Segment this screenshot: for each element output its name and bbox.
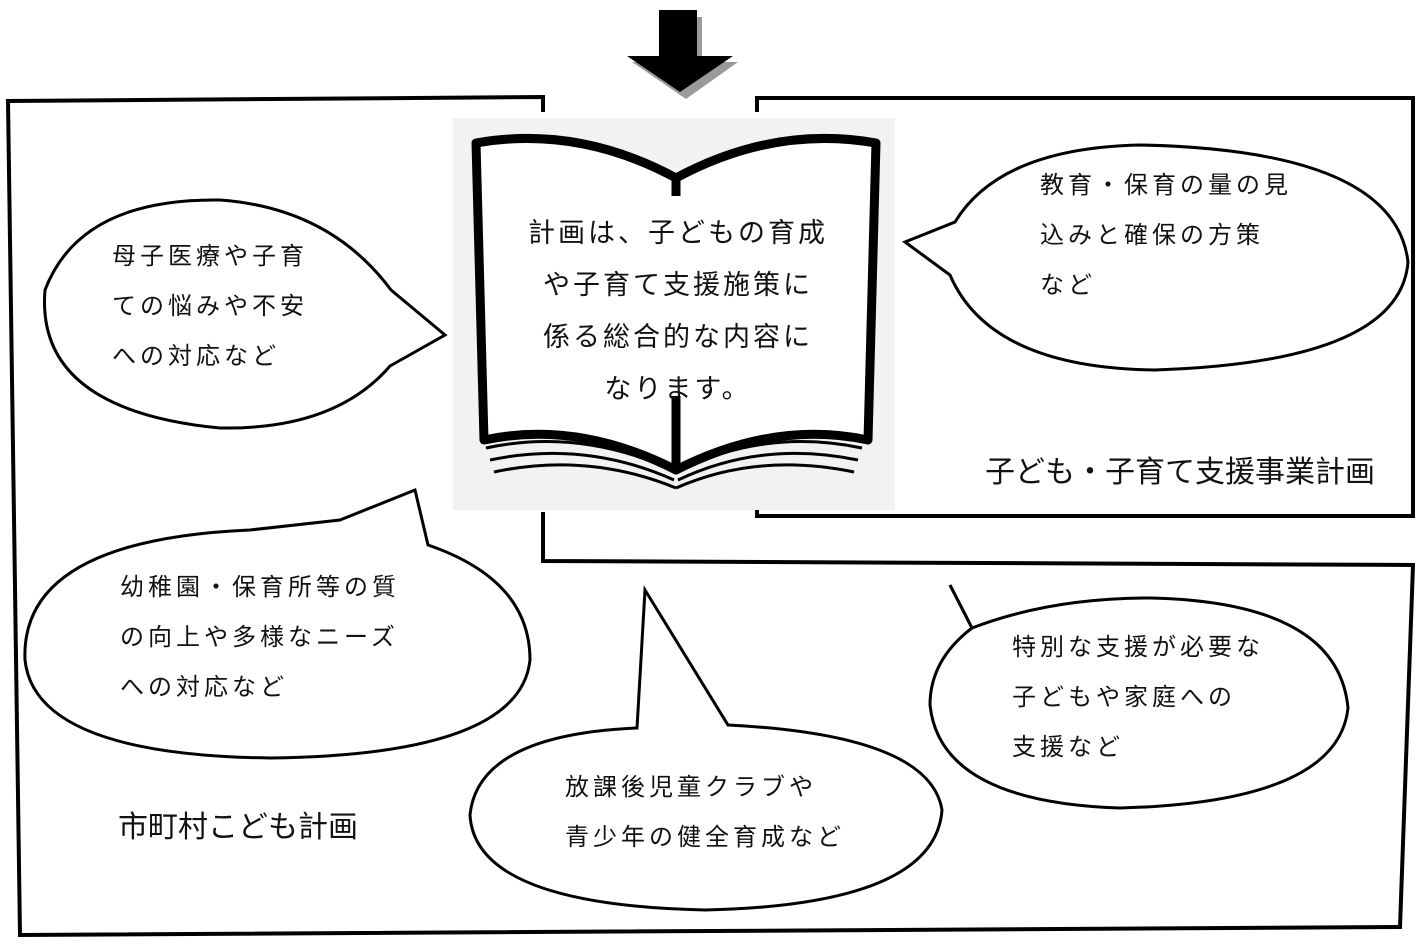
kodomo-keikaku-label: 市町村こども計画	[118, 810, 358, 845]
speech-bubble-education	[901, 143, 1410, 372]
bubble-line: 支援など	[1012, 733, 1124, 761]
bubble-line: など	[1040, 271, 1096, 299]
bubble-line: 特別な支援が必要な	[1012, 633, 1264, 661]
book-text-line: や子育て支援施策に	[543, 270, 813, 301]
book-text-line: 係る総合的な内容に	[543, 322, 813, 353]
speech-bubble-quality	[23, 487, 532, 760]
jigyo-keikaku-label: 子ども・子育て支援事業計画	[985, 455, 1375, 490]
bubble-line: 青少年の健全育成など	[565, 823, 845, 851]
speech-bubble-special	[928, 584, 1350, 810]
speech-bubble-maternal	[42, 198, 448, 430]
bubble-special-text: 特別な支援が必要な 子どもや家庭への 支援など	[1012, 622, 1264, 772]
bubble-line: の向上や多様なニーズ	[120, 623, 399, 651]
bubble-line: への対応など	[112, 342, 280, 370]
bubble-line: 教育・保育の量の見	[1040, 171, 1292, 199]
bubble-education-text: 教育・保育の量の見 込みと確保の方策 など	[1040, 160, 1292, 310]
book-text-line: なります。	[604, 374, 752, 405]
jigyo-keikaku-frame	[755, 96, 1415, 518]
down-arrow-icon	[627, 10, 738, 99]
bubble-line: 放課後児童クラブや	[565, 773, 817, 801]
bubble-line: への対応など	[120, 673, 288, 701]
book-text-backdrop	[505, 196, 851, 396]
bubble-maternal-text: 母子医療や子育 ての悩みや不安 への対応など	[112, 231, 308, 381]
bubble-line: ての悩みや不安	[112, 292, 308, 320]
bubble-line: 込みと確保の方策	[1040, 221, 1264, 249]
bubble-quality-text: 幼稚園・保育所等の質 の向上や多様なニーズ への対応など	[120, 562, 400, 712]
book-text-line: 計画は、子どもの育成	[528, 218, 828, 249]
kodomo-keikaku-frame	[5, 94, 1416, 938]
bubble-afterschool-text: 放課後児童クラブや 青少年の健全育成など	[565, 762, 845, 862]
bubble-line: 幼稚園・保育所等の質	[120, 573, 400, 601]
speech-bubble-afterschool	[468, 585, 944, 912]
bubble-line: 子どもや家庭への	[1012, 683, 1236, 711]
book-text: 計画は、子どもの育成 や子育て支援施策に 係る総合的な内容に なります。	[505, 208, 851, 416]
bubble-line: 母子医療や子育	[112, 242, 308, 270]
